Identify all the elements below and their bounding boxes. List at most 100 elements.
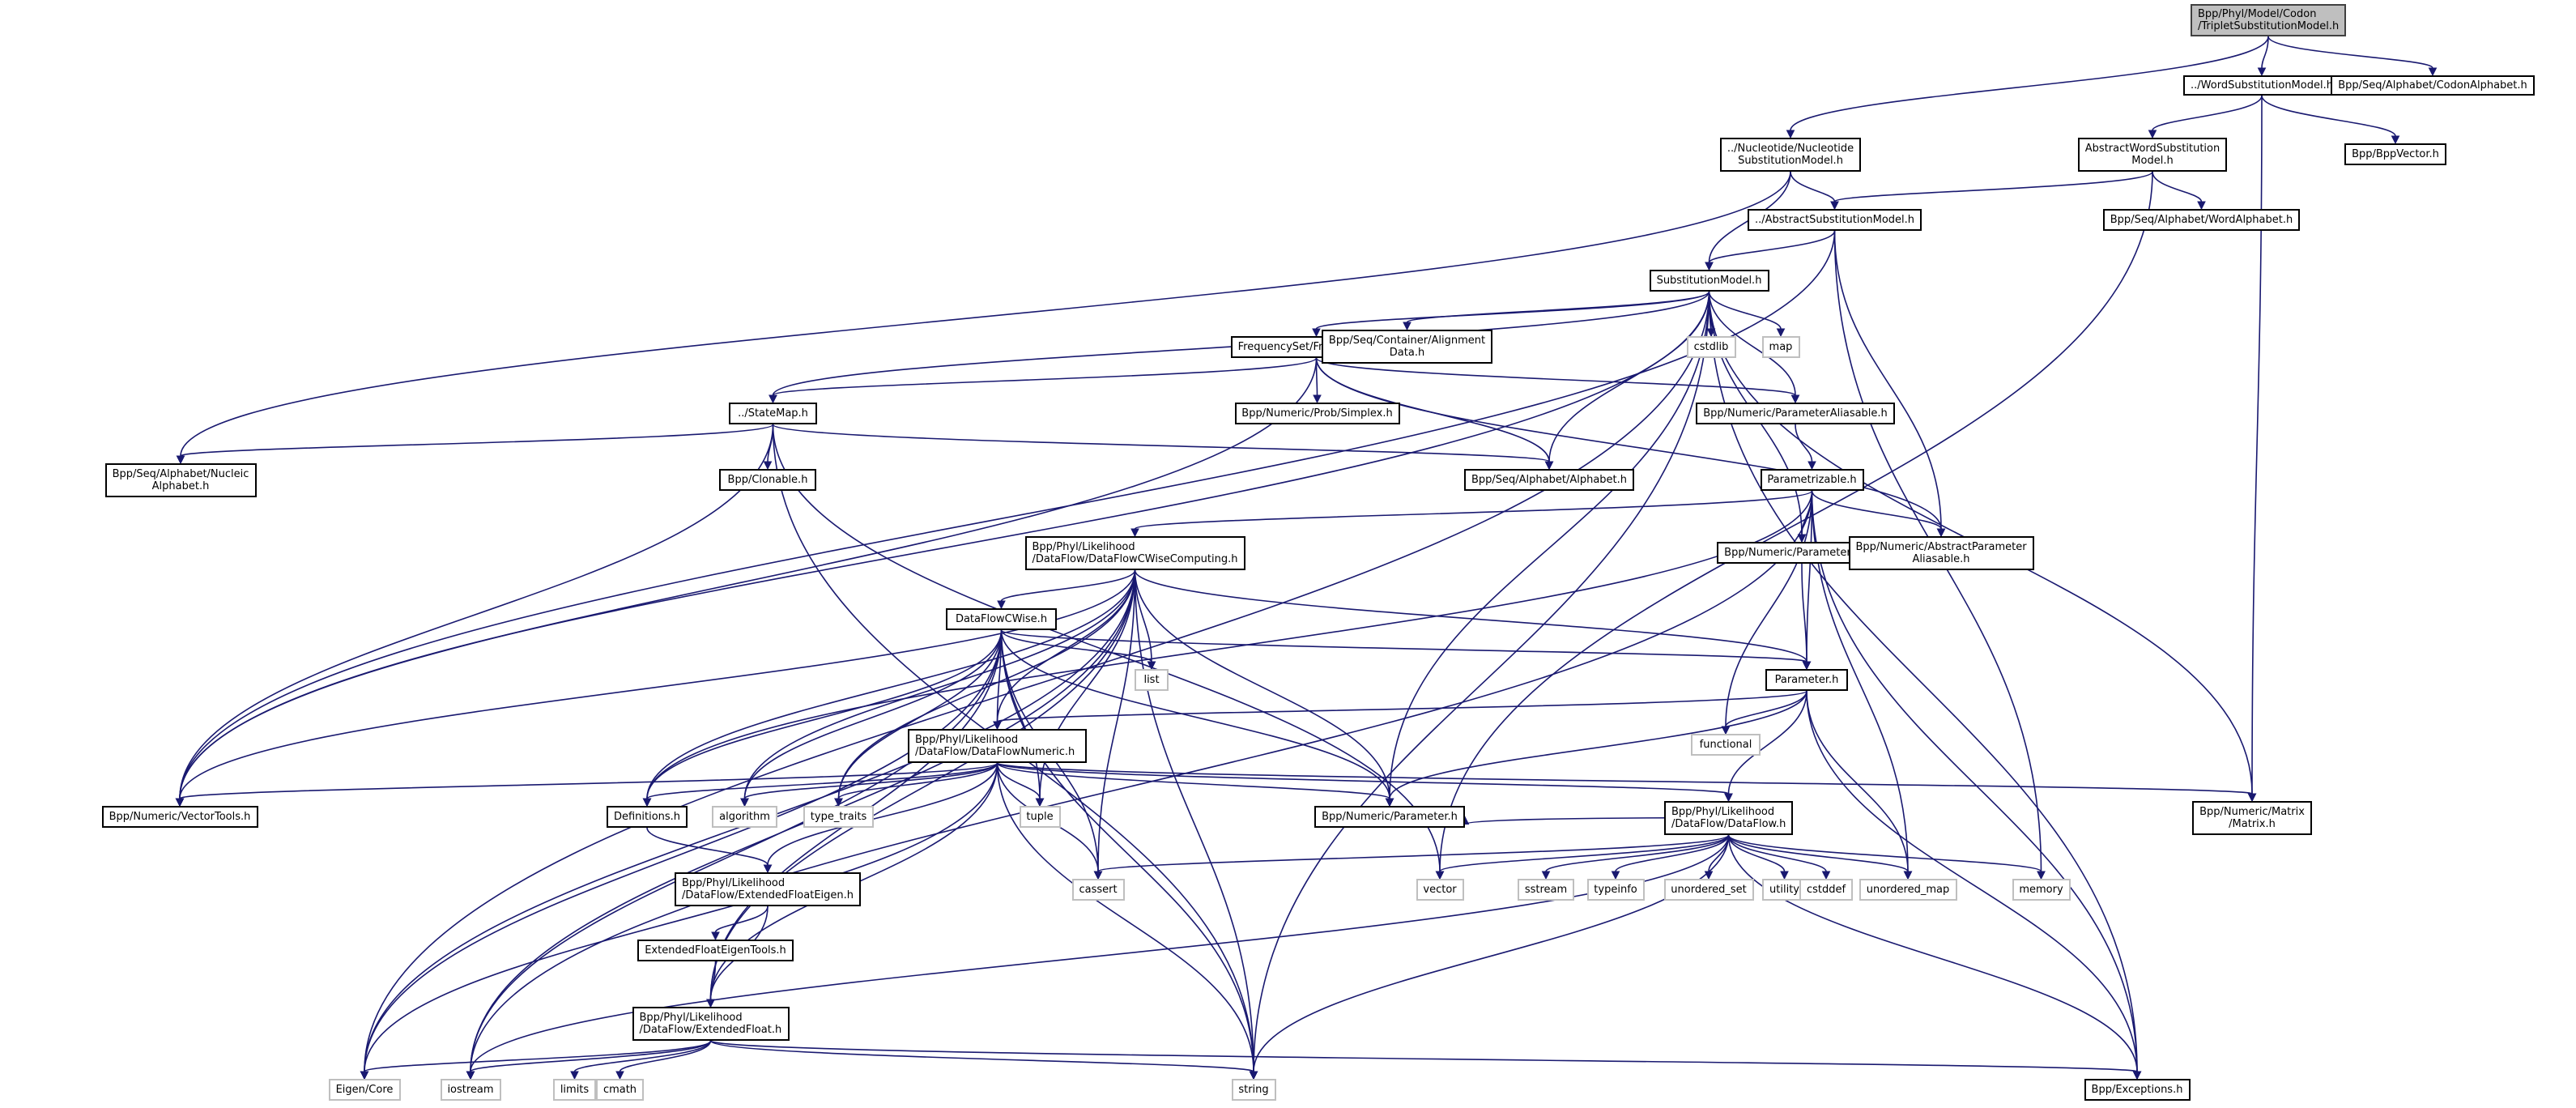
graph-node-wordalpha[interactable]: Bpp/Seq/Alphabet/WordAlphabet.h <box>2103 209 2300 231</box>
graph-node-cassert[interactable]: cassert <box>1071 879 1125 901</box>
graph-node-map[interactable]: map <box>1761 336 1800 358</box>
graph-node-unorderedset[interactable]: unordered_set <box>1663 879 1754 901</box>
edge-dfnumeric-to-string <box>996 762 1254 1072</box>
graph-node-dfcwc[interactable]: Bpp/Phyl/Likelihood /DataFlow/DataFlowCW… <box>1024 536 1245 570</box>
graph-node-list[interactable]: list <box>1135 669 1169 691</box>
graph-node-dataflow[interactable]: Bpp/Phyl/Likelihood /DataFlow/DataFlow.h <box>1664 801 1793 835</box>
arrowhead-icon <box>763 864 773 874</box>
graph-node-submodel[interactable]: SubstitutionModel.h <box>1649 270 1769 292</box>
edge-parametrizable-to-absparamalias <box>1811 490 1942 530</box>
graph-node-definitions[interactable]: Definitions.h <box>607 806 688 828</box>
graph-node-eigencore[interactable]: Eigen/Core <box>328 1079 401 1101</box>
graph-node-numparam[interactable]: Bpp/Numeric/Parameter.h <box>1314 806 1465 828</box>
arrowhead-icon <box>1705 262 1714 271</box>
edge-paramalias-to-parametrizable <box>1795 424 1813 462</box>
graph-node-bppvector[interactable]: Bpp/BppVector.h <box>2344 143 2446 165</box>
edge-submodel-to-eigencore <box>364 291 1710 1072</box>
edge-abswordsub-to-abssub <box>1833 171 2153 202</box>
graph-node-statemap[interactable]: ../StateMap.h <box>729 403 817 424</box>
graph-node-memory[interactable]: memory <box>2012 879 2071 901</box>
graph-node-efeigen[interactable]: Bpp/Phyl/Likelihood /DataFlow/ExtendedFl… <box>675 872 861 906</box>
graph-node-cmath[interactable]: cmath <box>596 1079 644 1101</box>
graph-node-cstdlib[interactable]: cstdlib <box>1686 336 1736 358</box>
graph-node-aligndata[interactable]: Bpp/Seq/Container/Alignment Data.h <box>1322 330 1492 364</box>
graph-node-parametrizable[interactable]: Parametrizable.h <box>1760 469 1864 491</box>
arrowhead-icon <box>642 798 652 808</box>
graph-node-functional[interactable]: functional <box>1691 734 1761 756</box>
edge-extfloat-to-exceptions <box>709 1040 2138 1072</box>
graph-node-matrix[interactable]: Bpp/Numeric/Matrix /Matrix.h <box>2192 801 2312 835</box>
graph-node-extfloat[interactable]: Bpp/Phyl/Likelihood /DataFlow/ExtendedFl… <box>632 1007 790 1041</box>
graph-node-abssub[interactable]: ../AbstractSubstitutionModel.h <box>1748 209 1922 231</box>
edge-dfnumeric-to-efeigen <box>767 762 998 866</box>
graph-node-iostream[interactable]: iostream <box>440 1079 501 1101</box>
arrowhead-icon <box>1435 871 1445 880</box>
arrowhead-icon <box>706 999 715 1008</box>
edge-freqset-to-statemap <box>772 357 1318 396</box>
edge-extfloat-to-eigencore <box>364 1040 712 1072</box>
arrowhead-icon <box>2132 1071 2142 1080</box>
graph-node-utility[interactable]: utility <box>1762 879 1807 901</box>
graph-node-absparamalias[interactable]: Bpp/Numeric/AbstractParameter Aliasable.… <box>1848 536 2034 570</box>
edge-abswordsub-to-vector <box>1439 171 2153 872</box>
graph-node-clonable[interactable]: Bpp/Clonable.h <box>719 469 816 491</box>
edge-dfcwise-to-numparam <box>1000 629 1390 799</box>
graph-node-limits[interactable]: limits <box>553 1079 596 1101</box>
arrowhead-icon <box>993 721 1002 731</box>
arrowhead-icon <box>175 798 185 808</box>
graph-node-abswordsub[interactable]: AbstractWordSubstitution Model.h <box>2078 138 2227 172</box>
graph-node-parameter[interactable]: Parameter.h <box>1765 669 1848 691</box>
graph-node-typeinfo[interactable]: typeinfo <box>1586 879 1645 901</box>
arrowhead-icon <box>1130 528 1139 538</box>
edge-dfnumeric-to-matrix <box>996 762 2253 795</box>
graph-node-vector[interactable]: vector <box>1416 879 1464 901</box>
graph-node-exceptions[interactable]: Bpp/Exceptions.h <box>2084 1079 2191 1101</box>
graph-node-vectortools[interactable]: Bpp/Numeric/VectorTools.h <box>101 806 258 828</box>
arrowhead-icon <box>360 1071 369 1080</box>
edge-dataflow-to-unorderedmap <box>1727 834 1909 872</box>
edge-dfcwise-to-string <box>1000 629 1254 1072</box>
arrowhead-icon <box>1830 201 1839 211</box>
edge-dfcwise-to-eigencore <box>364 629 1003 1072</box>
edge-dfcwc-to-definitions <box>646 569 1136 799</box>
graph-node-tuple[interactable]: tuple <box>1019 806 1061 828</box>
edge-extfloat-to-cmath <box>619 1040 712 1072</box>
graph-node-alphabet[interactable]: Bpp/Seq/Alphabet/Alphabet.h <box>1464 469 1634 491</box>
arrowhead-icon <box>1312 328 1321 338</box>
arrowhead-icon <box>1147 661 1156 671</box>
edge-statemap-to-nucalpha <box>180 424 774 457</box>
arrowhead-icon <box>1776 328 1786 338</box>
graph-node-unorderedmap[interactable]: unordered_map <box>1859 879 1957 901</box>
edge-dfcwc-to-dfcwise <box>1000 569 1136 602</box>
edge-submodel-to-map <box>1708 291 1782 330</box>
arrowhead-icon <box>769 394 777 404</box>
arrowhead-icon <box>1821 871 1831 880</box>
edge-root-to-wordsub <box>2261 36 2269 69</box>
edge-dfnumeric-to-numparam <box>996 762 1390 799</box>
edge-dfcwc-to-numparam <box>1134 569 1390 799</box>
edge-statemap-to-vectortools <box>179 424 774 799</box>
edge-dfnumeric-to-tuple <box>996 762 1041 799</box>
edge-abssub-to-submodel <box>1708 230 1836 263</box>
edge-dfcwise-to-typetraits <box>837 629 1003 799</box>
graph-node-paramalias[interactable]: Bpp/Numeric/ParameterAliasable.h <box>1696 403 1895 424</box>
graph-node-wordsub[interactable]: ../WordSubstitutionModel.h <box>2183 75 2340 96</box>
graph-node-dfnumeric[interactable]: Bpp/Phyl/Likelihood /DataFlow/DataFlowNu… <box>908 729 1087 763</box>
edge-dfcwc-to-dfnumeric <box>996 569 1136 722</box>
graph-node-nucalpha[interactable]: Bpp/Seq/Alphabet/Nucleic Alphabet.h <box>104 463 257 497</box>
graph-node-typetraits[interactable]: type_traits <box>803 806 874 828</box>
graph-node-codonalpha[interactable]: Bpp/Seq/Alphabet/CodonAlphabet.h <box>2331 75 2535 96</box>
graph-node-algorithm[interactable]: algorithm <box>712 806 777 828</box>
edge-dfnumeric-to-dataflow <box>996 762 1730 795</box>
arrowhead-icon <box>176 455 185 465</box>
edge-root-to-codonalpha <box>2267 36 2433 69</box>
graph-node-efeigentools[interactable]: ExtendedFloatEigenTools.h <box>637 940 794 961</box>
graph-node-nucsub[interactable]: ../Nucleotide/Nucleotide SubstitutionMod… <box>1720 138 1861 172</box>
graph-node-simplex[interactable]: Bpp/Numeric/Prob/Simplex.h <box>1234 403 1400 424</box>
graph-node-string[interactable]: string <box>1231 1079 1276 1101</box>
graph-node-dfcwise[interactable]: DataFlowCWise.h <box>946 608 1057 630</box>
edge-submodel-to-paramalias <box>1708 291 1796 396</box>
graph-node-cstddef[interactable]: cstddef <box>1799 879 1853 901</box>
arrowhead-icon <box>1903 871 1913 880</box>
graph-node-sstream[interactable]: sstream <box>1518 879 1574 901</box>
